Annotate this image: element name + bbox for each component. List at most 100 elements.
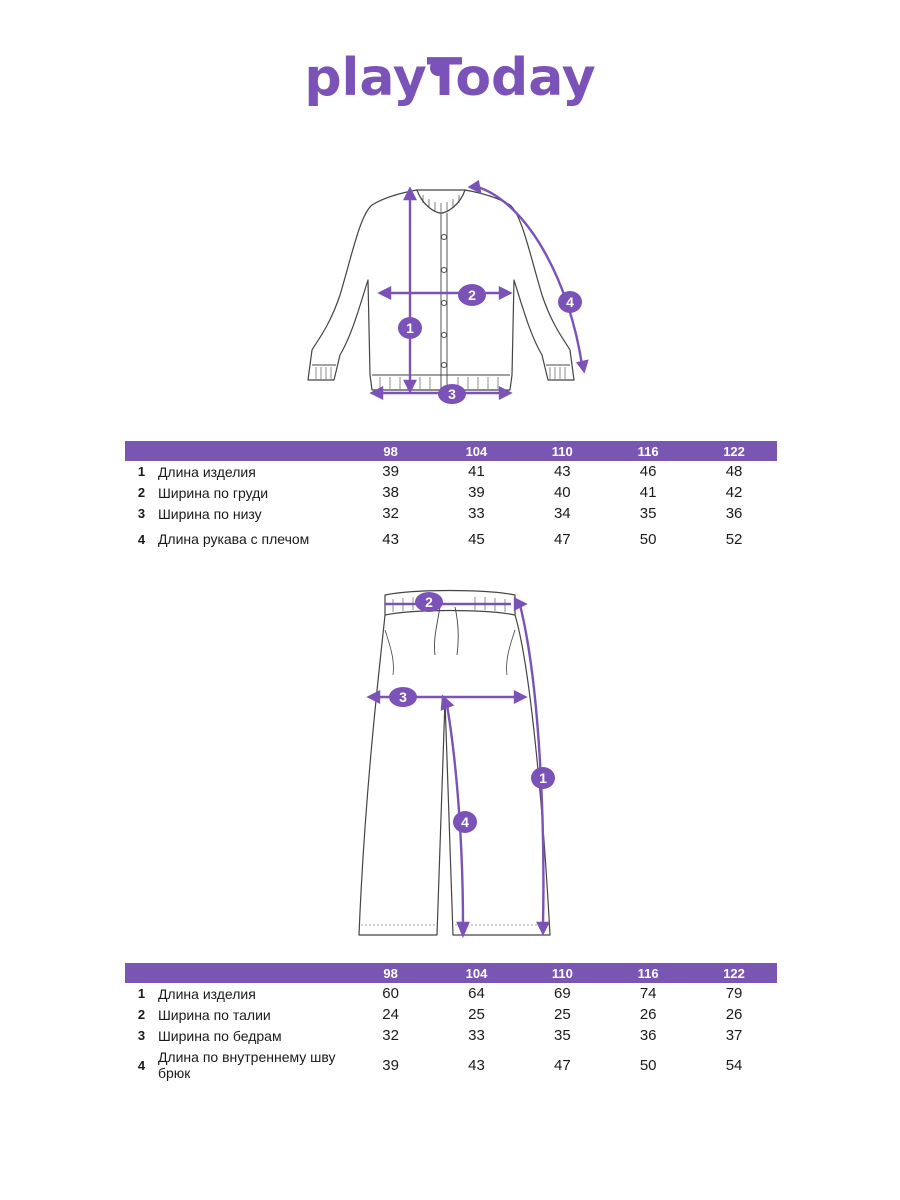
row-value: 36 (639, 1027, 657, 1044)
size-header: 104 (433, 963, 520, 983)
table-row: 3 Ширина по низу 32 33 34 35 36 (125, 503, 777, 524)
row-value: 40 (553, 484, 571, 501)
brand-name: playToday (304, 48, 596, 108)
button-dot (441, 362, 447, 368)
row-value: 33 (468, 1027, 485, 1044)
logo-dot (430, 60, 446, 76)
row-value: 38 (382, 484, 399, 501)
size-header: 122 (691, 963, 777, 983)
row-value: 43 (382, 530, 399, 548)
table-row: 4 Длина по внутреннему шву брюк 39 43 47… (125, 1046, 777, 1084)
jacket-marker-1 (398, 317, 422, 339)
jacket-marker-1-label: 1 (406, 320, 414, 336)
jacket-marker-3-label: 3 (448, 386, 456, 402)
row-label: Ширина по груди (157, 484, 269, 501)
row-number: 1 (137, 464, 146, 479)
row-value: 42 (725, 484, 743, 501)
pants-marker-3-label: 3 (399, 689, 407, 705)
pants-marker-4 (453, 811, 477, 833)
table-row: 3 Ширина по бедрам 32 33 35 36 37 (125, 1025, 777, 1046)
row-value: 64 (468, 985, 485, 1002)
table-row: 2 Ширина по груди 38 39 40 41 42 (125, 482, 777, 503)
row-value: 50 (639, 530, 657, 548)
button-dot (441, 234, 447, 240)
size-header: 98 (347, 441, 434, 461)
size-header: 104 (433, 441, 520, 461)
row-value: 39 (382, 1056, 399, 1074)
row-number: 4 (137, 531, 146, 547)
row-value: 41 (468, 463, 485, 480)
button-dot (441, 267, 447, 273)
row-number: 1 (137, 986, 146, 1001)
pants-marker-3 (389, 687, 417, 707)
row-value: 46 (639, 463, 657, 480)
pants-table-header: 98 104 110 116 122 (125, 963, 777, 983)
pants-marker-1 (531, 767, 555, 789)
row-value: 60 (382, 985, 399, 1002)
row-value: 48 (725, 463, 743, 480)
row-number: 4 (137, 1057, 146, 1073)
row-value: 26 (639, 1006, 657, 1023)
row-value: 32 (382, 1027, 399, 1044)
row-label: Длина рукава с плечом (157, 531, 310, 547)
jacket-marker-4-label: 4 (566, 294, 574, 310)
pants-size-table: 98 104 110 116 122 1 Длина изделия 60 64… (125, 963, 777, 1084)
jacket-size-table: 98 104 110 116 122 1 Длина изделия 39 41… (125, 441, 777, 554)
jacket-table-header: 98 104 110 116 122 (125, 441, 777, 461)
row-label: Длина по внутреннему шву брюк (157, 1049, 336, 1081)
row-value: 32 (382, 505, 399, 522)
row-value: 25 (468, 1006, 485, 1023)
row-value: 43 (553, 463, 571, 480)
pants-measure-line-4 (445, 704, 465, 926)
row-value: 52 (725, 530, 743, 548)
row-value: 47 (553, 530, 571, 548)
row-value: 37 (725, 1027, 743, 1044)
row-value: 36 (725, 505, 743, 522)
row-value: 54 (725, 1056, 743, 1074)
size-header: 110 (519, 441, 606, 461)
pants-waistband (384, 589, 516, 616)
arrowhead (403, 379, 417, 394)
row-value: 43 (468, 1056, 485, 1074)
row-label: Длина изделия (157, 463, 256, 480)
row-value: 24 (382, 1006, 399, 1023)
jacket-placket (440, 213, 448, 390)
row-value: 47 (553, 1056, 571, 1074)
row-value: 39 (468, 484, 485, 501)
row-number: 2 (137, 1007, 146, 1022)
jacket-marker-2-label: 2 (468, 287, 476, 303)
row-value: 33 (468, 505, 485, 522)
row-value: 26 (725, 1006, 743, 1023)
row-label: Ширина по бедрам (157, 1027, 282, 1044)
row-value: 25 (553, 1006, 571, 1023)
jacket-collar (416, 189, 466, 214)
table-row: 1 Длина изделия 39 41 43 46 48 (125, 461, 777, 482)
pants-measure-line-1 (518, 604, 545, 926)
row-value: 79 (725, 985, 743, 1002)
jacket-marker-4 (558, 291, 582, 313)
pants-drawstring (434, 606, 459, 656)
jacket-marker-2 (458, 284, 486, 306)
size-header: 98 (347, 963, 434, 983)
button-dot (441, 332, 447, 338)
jacket-marker-3 (438, 384, 466, 404)
brand-logo: playToday (0, 48, 900, 108)
size-header: 122 (691, 441, 777, 461)
table-row: 1 Длина изделия 60 64 69 74 79 (125, 983, 777, 1004)
row-label: Длина изделия (157, 985, 256, 1002)
row-value: 39 (382, 463, 399, 480)
size-header: 110 (519, 963, 606, 983)
pants-outline (358, 614, 551, 936)
pants-marker-4-label: 4 (461, 814, 469, 830)
row-value: 74 (639, 985, 657, 1002)
row-value: 35 (639, 505, 657, 522)
row-label: Ширина по низу (157, 505, 262, 522)
pants-marker-2-label: 2 (425, 594, 433, 610)
arrowhead (403, 186, 417, 201)
button-dot (441, 300, 447, 306)
jacket-sketch: 1 2 3 4 (307, 180, 589, 404)
table-row: 2 Ширина по талии 24 25 25 26 26 (125, 1004, 777, 1025)
row-number: 3 (137, 1028, 146, 1043)
size-header: 116 (605, 963, 692, 983)
row-value: 69 (553, 985, 571, 1002)
